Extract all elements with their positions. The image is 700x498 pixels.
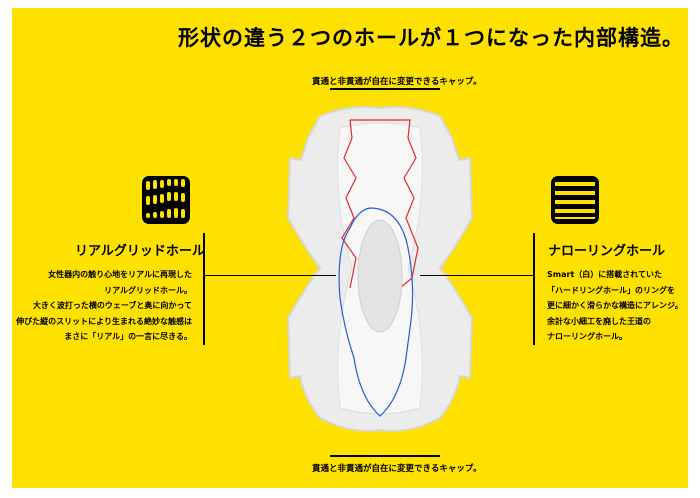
description-line: まさに「リアル」の一言に尽きる。 <box>64 332 192 341</box>
description-line: 女性器内の触り心地をリアルに再現した <box>48 270 192 279</box>
cap-underline-bottom <box>330 455 440 457</box>
product-cross-section <box>286 106 474 432</box>
cap-caption-bottom: 貫通と非貫通が自在に変更できるキャップ。 <box>312 464 482 474</box>
wave-grid-icon <box>142 176 190 224</box>
description-line: 更に細かく滑らかな構造にアレンジ。 <box>547 301 683 310</box>
page-title: 形状の違う２つのホールが１つになった内部構造。 <box>178 26 684 50</box>
cap-underline-top <box>330 88 440 90</box>
description-line: 伸びた縦のスリットにより生まれる絶妙な触感は <box>16 316 192 326</box>
cap-caption-top: 貫通と非貫通が自在に変更できるキャップ。 <box>312 77 482 87</box>
narrow-ring-hole-heading: ナローリングホール <box>548 244 666 259</box>
real-grid-hole-description: 女性器内の触り心地をリアルに再現した リアルグリッドホール。 大きく波打った横の… <box>16 267 192 345</box>
description-line: 余計な小細工を廃した王道の <box>547 316 651 326</box>
description-line: 「ハードリングホール」のリングを <box>547 285 675 295</box>
narrow-ring-hole-description: Smart（白）に搭載されていた 「ハードリングホール」のリングを 更に細かく滑… <box>547 267 683 345</box>
right-pointer-line <box>420 275 533 276</box>
left-pointer-line <box>204 275 336 276</box>
description-line: 大きく波打った横のウェーブと奥に向かって <box>32 301 192 310</box>
left-divider <box>203 233 205 345</box>
description-line: Smart（白）に搭載されていた <box>547 270 663 279</box>
real-grid-hole-heading: リアルグリッドホール <box>75 244 205 259</box>
right-divider <box>533 233 535 345</box>
horizontal-rings-icon <box>551 176 599 224</box>
description-line: ナローリングホール。 <box>547 332 627 341</box>
description-line: リアルグリッドホール。 <box>104 285 192 295</box>
